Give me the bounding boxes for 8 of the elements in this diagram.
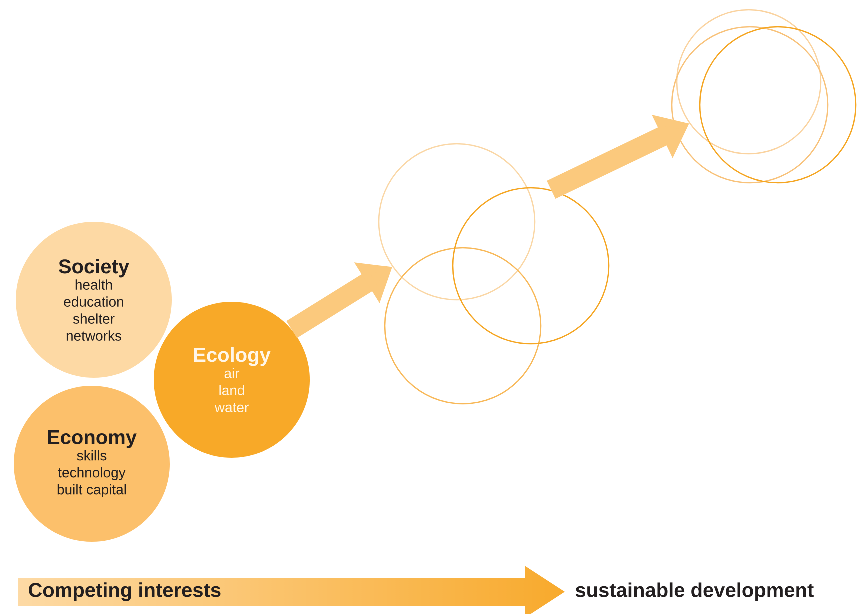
outline-circle bbox=[676, 9, 822, 155]
outline-circle bbox=[452, 187, 610, 345]
outline-circle bbox=[378, 143, 536, 301]
outline-circle bbox=[384, 247, 542, 405]
outline-circle bbox=[671, 26, 829, 184]
outline-circle bbox=[699, 26, 857, 184]
label-text: Competing interests bbox=[29, 582, 221, 602]
label-text: sustainable development bbox=[576, 582, 814, 602]
